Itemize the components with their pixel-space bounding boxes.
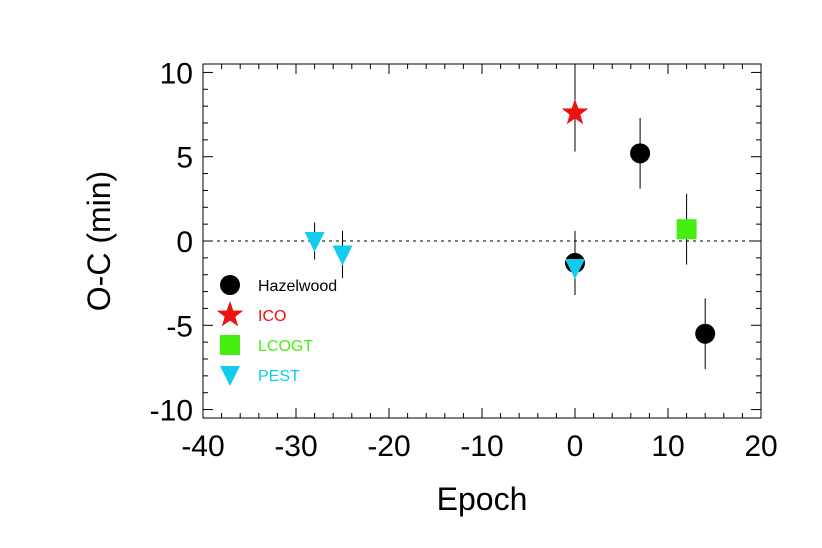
legend-label-ico: ICO [258,308,286,325]
legend-marker-pest [220,366,240,386]
data-point-star [561,98,589,125]
x-tick-label: -10 [460,430,503,463]
x-tick-label: -40 [181,430,224,463]
x-tick-label: 0 [567,430,584,463]
y-tick-label: 5 [176,142,193,175]
legend-marker-hazelwood [220,275,240,295]
data-point-circle [630,143,651,164]
plot-frame [202,63,762,419]
y-tick-label: 0 [176,226,193,259]
axis-ticks [202,64,762,418]
x-tick-label: 10 [651,430,684,463]
data-points [304,74,716,370]
legend-label-pest: PEST [258,368,300,385]
x-axis-title: Epoch [437,481,528,517]
x-tick-label: 20 [744,430,777,463]
y-tick-label: 10 [160,57,193,90]
series-lcogt [676,193,697,265]
x-tick-label: -30 [274,430,317,463]
y-tick-label: -5 [166,310,193,343]
data-point-triangle-down [565,258,585,279]
series-ico [561,74,589,152]
data-point-triangle-down [304,232,325,252]
series-pest [304,222,585,279]
data-point-circle [695,323,716,344]
y-tick-label: -10 [150,395,193,428]
legend-marker-ico [216,301,244,327]
legend-marker-lcogt [220,335,240,355]
series-hazelwood [565,117,716,370]
y-axis-title: O-C (min) [81,171,117,311]
legend-label-hazelwood: Hazelwood [258,278,337,295]
tick-labels: -40 -30 -20 -10 0 10 20 10 5 0 -5 -10 [150,57,778,463]
data-point-square [676,219,697,240]
legend-label-lcogt: LCOGT [258,338,313,355]
x-tick-label: -20 [367,430,410,463]
data-point-triangle-down [332,245,353,266]
